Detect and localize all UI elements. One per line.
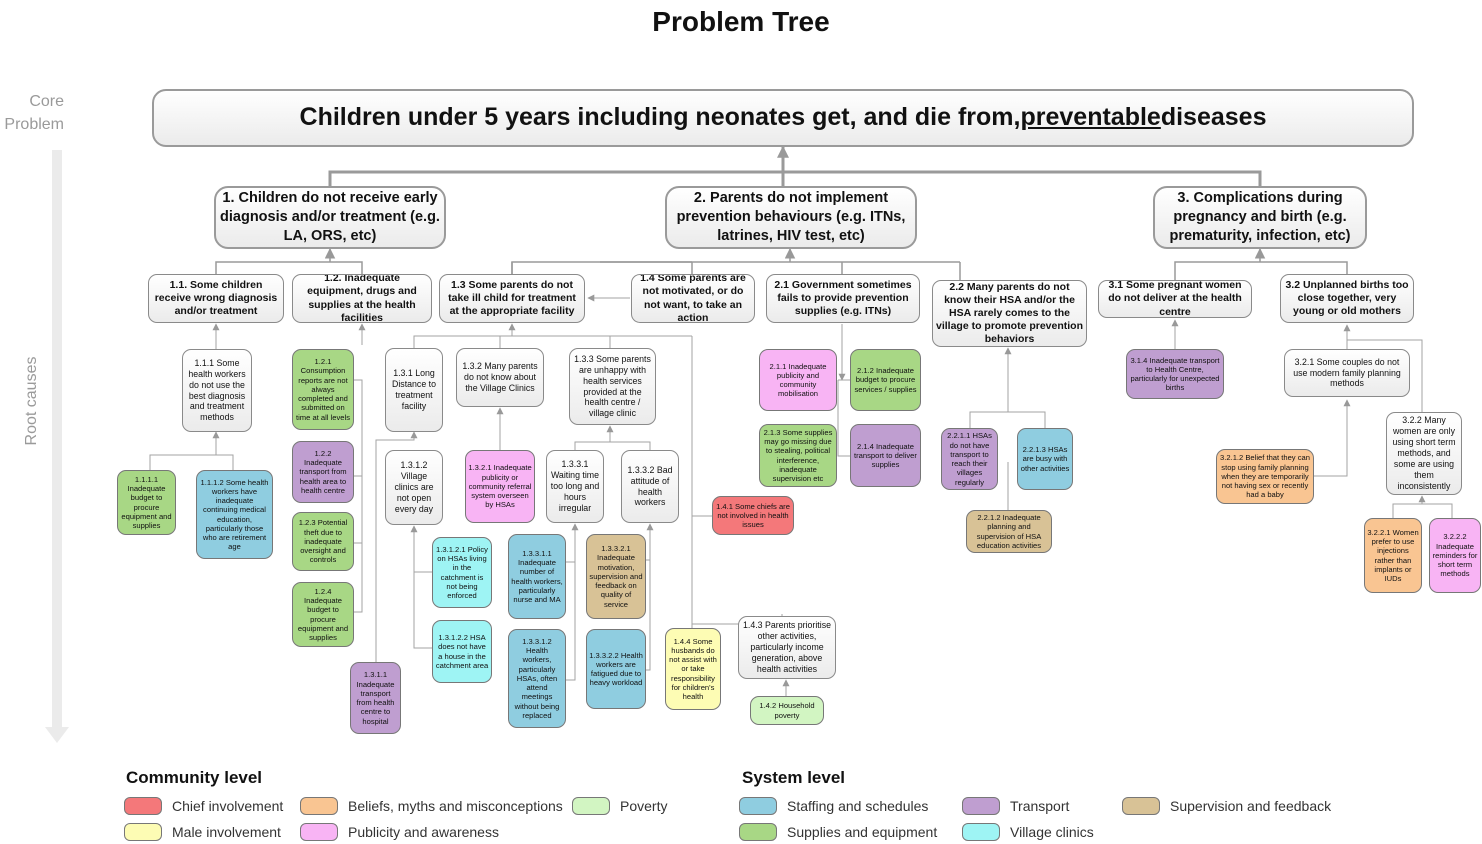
cause-1-3-1: 1.3.1 Long Distance to treatment facilit… bbox=[385, 348, 443, 432]
cause-2: 2. Parents do not implement prevention b… bbox=[665, 186, 917, 249]
cause-1-3-3-1-1: 1.3.3.1.1 Inadequate number of health wo… bbox=[508, 534, 566, 619]
cause-3-2-1-2: 3.2.1.2 Belief that they can stop using … bbox=[1216, 449, 1314, 504]
cause-1-2-3: 1.2.3 Potential theft due to inadequate … bbox=[292, 512, 354, 571]
cause-2-1-1: 2.1.1 Inadequate publicity and community… bbox=[759, 349, 837, 411]
cause-2-2-1-1: 2.2.1.1 HSAs do not have transport to re… bbox=[941, 428, 998, 490]
cause-3-2-1: 3.2.1 Some couples do not use modern fam… bbox=[1284, 349, 1410, 397]
cause-1-1-1: 1.1.1 Some health workers do not use the… bbox=[182, 349, 252, 432]
cause-1-2-1: 1.2.1 Consumption reports are not always… bbox=[292, 349, 354, 430]
cause-2-1-2: 2.1.2 Inadequate budget to procure servi… bbox=[850, 349, 921, 411]
legend-swatch bbox=[300, 823, 338, 841]
legend-item-male: Male involvement bbox=[124, 823, 281, 841]
cause-2-2-1-2: 2.2.1.2 Inadequate planning and supervis… bbox=[966, 510, 1052, 553]
legend-swatch bbox=[300, 797, 338, 815]
legend-item-publicity: Publicity and awareness bbox=[300, 823, 499, 841]
cause-1-1-1-1: 1.1.1.1 Inadequate budget to procure equ… bbox=[117, 470, 176, 535]
legend-item-staffing: Staffing and schedules bbox=[739, 797, 928, 815]
cause-1-1-1-2: 1.1.1.2 Some health workers have inadequ… bbox=[196, 470, 273, 559]
core-text-pre: Children under 5 years including neonate… bbox=[299, 103, 1021, 132]
cause-1-3-1-2-1: 1.3.1.2.1 Policy on HSAs living in the c… bbox=[432, 537, 492, 608]
diagram-title: Problem Tree bbox=[652, 6, 830, 37]
root-causes-axis-bar bbox=[52, 150, 62, 728]
cause-1: 1. Children do not receive early diagnos… bbox=[214, 186, 446, 249]
cause-1-2-4: 1.2.4 Inadequate budget to procure equip… bbox=[292, 582, 354, 647]
cause-1-3-3-1: 1.3.3.1 Waiting time too long and hours … bbox=[546, 450, 604, 523]
cause-2-1-3: 2.1.3 Some supplies may go missing due t… bbox=[759, 424, 837, 487]
cause-1-3-1-2: 1.3.1.2 Village clinics are not open eve… bbox=[385, 450, 443, 525]
legend-item-supervision: Supervision and feedback bbox=[1122, 797, 1331, 815]
cause-3: 3. Complications during pregnancy and bi… bbox=[1153, 186, 1367, 249]
cause-1-3-3-2: 1.3.3.2 Bad attitude of health workers bbox=[621, 450, 679, 523]
legend-swatch bbox=[1122, 797, 1160, 815]
cause-1-3: 1.3 Some parents do not take ill child f… bbox=[439, 274, 585, 323]
cause-1-3-3: 1.3.3 Some parents are unhappy with heal… bbox=[569, 348, 656, 425]
legend-system-heading: System level bbox=[742, 768, 846, 787]
core-text-underlined: preventable bbox=[1020, 103, 1161, 132]
core-problem-box: Children under 5 years including neonate… bbox=[152, 89, 1414, 147]
cause-3-2-2-1: 3.2.2.1 Women prefer to use injections r… bbox=[1364, 518, 1422, 593]
cause-1-2: 1.2. Inadequate equipment, drugs and sup… bbox=[292, 274, 432, 323]
legend-swatch bbox=[572, 797, 610, 815]
legend-item-chief: Chief involvement bbox=[124, 797, 283, 815]
cause-1-3-1-2-2: 1.3.1.2.2 HSA does not have a house in t… bbox=[432, 620, 492, 683]
legend-item-poverty: Poverty bbox=[572, 797, 667, 815]
cause-1-2-2: 1.2.2 Inadequate transport from health a… bbox=[292, 441, 354, 503]
cause-3-1-4: 3.1.4 Inadequate transport to Health Cen… bbox=[1126, 349, 1224, 399]
core-problem-label: Core Problem bbox=[4, 93, 64, 133]
legend-swatch bbox=[739, 823, 777, 841]
legend-item-village-clinics: Village clinics bbox=[962, 823, 1094, 841]
cause-1-4: 1.4 Some parents are not motivated, or d… bbox=[631, 274, 755, 323]
cause-2-2: 2.2 Many parents do not know their HSA a… bbox=[932, 280, 1087, 347]
legend-community-heading: Community level bbox=[126, 768, 263, 787]
legend-swatch bbox=[124, 797, 162, 815]
cause-3-2: 3.2 Unplanned births too close together,… bbox=[1280, 274, 1414, 323]
legend-item-supplies: Supplies and equipment bbox=[739, 823, 937, 841]
cause-1-4-2: 1.4.2 Household poverty bbox=[750, 696, 824, 725]
legend-swatch bbox=[962, 797, 1000, 815]
legend-item-transport: Transport bbox=[962, 797, 1069, 815]
cause-1-3-3-2-2: 1.3.3.2.2 Health workers are fatigued du… bbox=[586, 629, 646, 709]
cause-3-2-2: 3.2.2 Many women are only using short te… bbox=[1386, 412, 1462, 495]
cause-1-4-4: 1.4.4 Some husbands do not assist with o… bbox=[665, 628, 721, 710]
cause-1-3-2: 1.3.2 Many parents do not know about the… bbox=[456, 348, 544, 407]
root-causes-axis-arrow bbox=[45, 727, 69, 743]
cause-1-4-3: 1.4.3 Parents prioritise other activitie… bbox=[738, 616, 836, 679]
root-causes-label: Root causes bbox=[23, 356, 40, 446]
cause-1-3-1-1: 1.3.1.1 Inadequate transport from health… bbox=[350, 662, 401, 734]
cause-2-1-4: 2.1.4 Inadequate transport to deliver su… bbox=[850, 424, 921, 487]
cause-1-3-3-2-1: 1.3.3.2.1 Inadequate motivation, supervi… bbox=[586, 534, 646, 619]
cause-1-1: 1.1. Some children receive wrong diagnos… bbox=[148, 274, 284, 323]
cause-2-1: 2.1 Government sometimes fails to provid… bbox=[766, 274, 920, 323]
cause-2-2-1-3: 2.2.1.3 HSAs are busy with other activit… bbox=[1017, 428, 1073, 490]
cause-1-3-2-1: 1.3.2.1 Inadequate publicity or communit… bbox=[465, 450, 535, 523]
legend-item-beliefs: Beliefs, myths and misconceptions bbox=[300, 797, 563, 815]
cause-1-4-1: 1.4.1 Some chiefs are not involved in he… bbox=[712, 496, 794, 535]
legend-swatch bbox=[739, 797, 777, 815]
core-text-post: diseases bbox=[1160, 103, 1267, 132]
cause-1-3-3-1-2: 1.3.3.1.2 Health workers, particularly H… bbox=[508, 629, 566, 728]
legend-swatch bbox=[962, 823, 1000, 841]
cause-3-1: 3.1 Some pregnant women do not deliver a… bbox=[1098, 280, 1252, 318]
legend-swatch bbox=[124, 823, 162, 841]
cause-3-2-2-2: 3.2.2.2 Inadequate reminders for short t… bbox=[1429, 518, 1481, 593]
